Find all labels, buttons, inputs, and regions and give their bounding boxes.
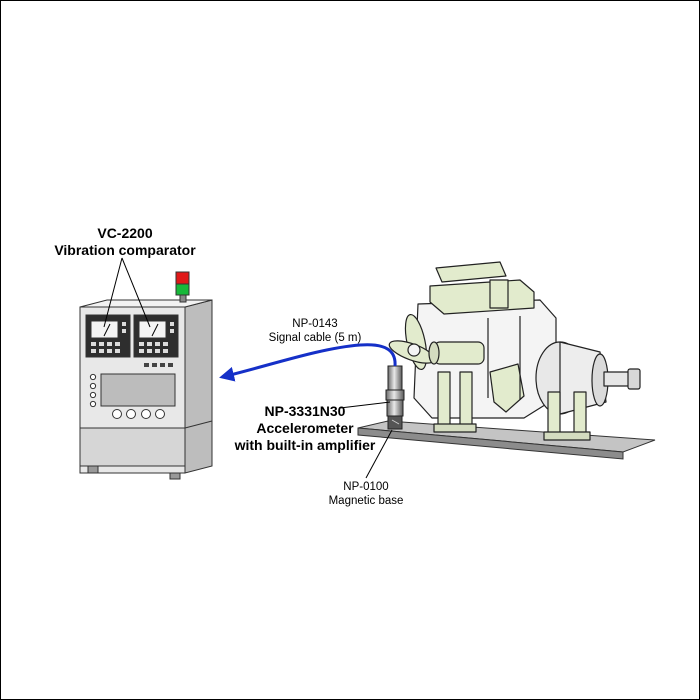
comparator-label: VC-2200 Vibration comparator bbox=[40, 225, 210, 259]
accelerometer-sensor bbox=[385, 365, 405, 417]
signal-cable bbox=[219, 343, 397, 382]
magnetic-base-model: NP-0100 bbox=[343, 481, 389, 493]
comparator-pointer-lines bbox=[103, 257, 151, 328]
magnetic-base-label: NP-0100 Magnetic base bbox=[306, 480, 426, 508]
cable-model: NP-0143 bbox=[292, 318, 338, 330]
vibration-comparator-cabinet bbox=[79, 299, 213, 480]
cable-name: Signal cable (5 m) bbox=[268, 332, 362, 344]
cable-label: NP-0143 Signal cable (5 m) bbox=[250, 317, 380, 345]
signal-tower-lamp bbox=[175, 271, 190, 303]
accelerometer-line2: with built-in amplifier bbox=[234, 437, 376, 453]
accelerometer-line1: Accelerometer bbox=[256, 420, 354, 436]
comparator-model: VC-2200 bbox=[97, 225, 153, 241]
test-bench-base-plate bbox=[357, 420, 656, 460]
magnetic-base-name: Magnetic base bbox=[328, 495, 404, 507]
comparator-name: Vibration comparator bbox=[54, 242, 196, 258]
accelerometer-model: NP-3331N30 bbox=[264, 403, 346, 419]
sensor-pointer-lines bbox=[339, 401, 393, 479]
accelerometer-label: NP-3331N30 Accelerometer with built-in a… bbox=[220, 403, 390, 454]
engine bbox=[388, 261, 641, 441]
magnetic-base bbox=[387, 415, 403, 430]
